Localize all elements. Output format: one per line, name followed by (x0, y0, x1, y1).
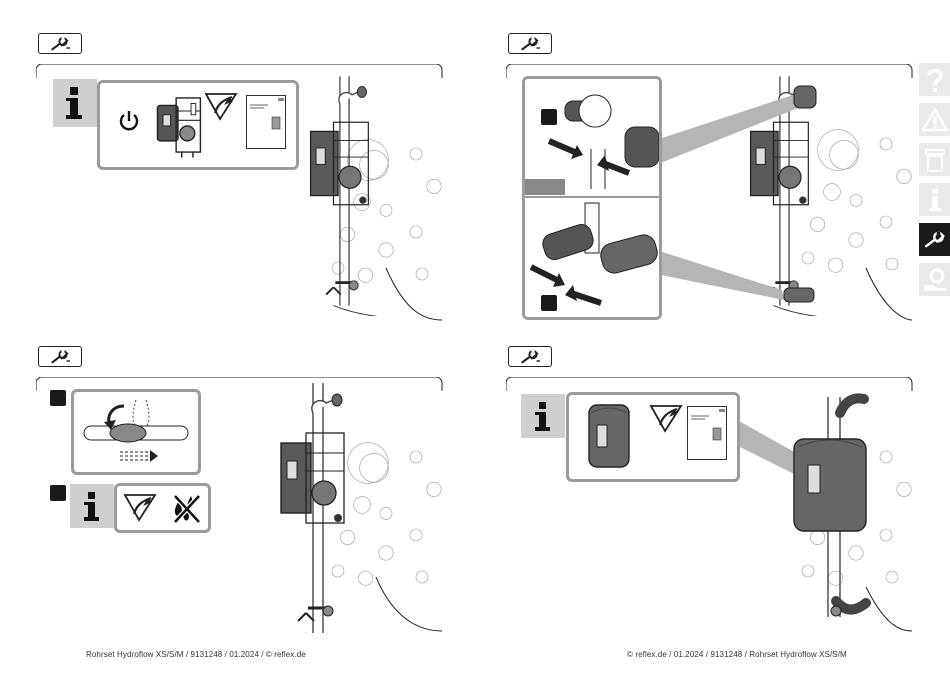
gear-hand-icon (922, 267, 948, 293)
section-tag (508, 33, 552, 54)
info-tab (53, 79, 97, 127)
detail-box (71, 389, 201, 475)
footer-left: Rohrset Hydroflow XS/S/M / 9131248 / 01.… (86, 650, 306, 659)
info-box (566, 392, 740, 482)
detail-box (522, 76, 662, 320)
section-tag (38, 33, 82, 54)
insulation-shell-icon (585, 401, 633, 471)
footer-right: © reflex.de / 01.2024 / 9131248 / Rohrse… (627, 650, 847, 659)
wrench-icon (48, 350, 72, 364)
manual-icon (246, 95, 286, 149)
tools-icon (204, 91, 238, 121)
info-box (97, 80, 299, 170)
step-marker (541, 295, 557, 311)
side-tab-help[interactable] (919, 63, 950, 96)
section-tag (38, 346, 82, 367)
question-icon (924, 67, 946, 93)
tools-icon (649, 403, 683, 433)
info-icon (925, 187, 945, 213)
info-icon (70, 484, 114, 528)
wrench-icon (921, 229, 949, 251)
power-icon (118, 109, 140, 133)
pump-unit-icon (150, 91, 206, 159)
product-icon (923, 147, 947, 173)
side-tab-safety[interactable] (919, 103, 950, 136)
info-tab (70, 484, 114, 528)
side-tab-info[interactable] (919, 183, 950, 216)
info-box (114, 483, 211, 533)
no-water-icon (167, 490, 203, 526)
wrench-icon (48, 37, 72, 51)
pipe-insulation-illustration (74, 392, 198, 472)
step-marker (50, 390, 66, 406)
info-icon (53, 79, 97, 127)
side-tab-maintenance[interactable] (919, 263, 950, 296)
wrench-icon (518, 350, 542, 364)
info-tab (521, 394, 565, 438)
side-tab-installation[interactable] (919, 223, 950, 256)
side-tab-product[interactable] (919, 143, 950, 176)
section-tag (508, 346, 552, 367)
step-marker (50, 485, 66, 501)
step-marker (541, 109, 557, 125)
warning-icon (922, 108, 948, 132)
info-icon (521, 394, 565, 438)
wrench-icon (518, 37, 542, 51)
tools-icon (123, 492, 157, 522)
manual-icon (687, 405, 727, 461)
